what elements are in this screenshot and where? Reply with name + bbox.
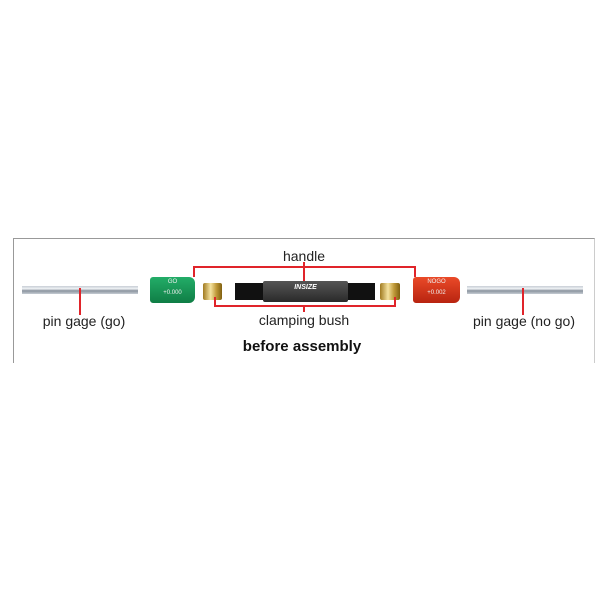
bush-leader-center — [303, 305, 305, 312]
pin-go-leader — [79, 288, 81, 315]
handle-leader-left — [193, 266, 195, 277]
bush-leader — [214, 305, 396, 307]
handle-label: handle — [282, 248, 326, 264]
pin-nogo-leader — [522, 288, 524, 315]
bush-leader-right — [394, 297, 396, 306]
nogo-cap-text: NOGO — [427, 279, 446, 285]
go-cap-text: GO — [167, 279, 178, 285]
clamping-bush-left — [203, 283, 222, 300]
go-cap: GO +0.000 — [150, 277, 195, 303]
pin-gage-nogo-label: pin gage (no go) — [473, 313, 575, 329]
handle-leader-center — [303, 262, 305, 281]
nogo-cap: NOGO +0.002 — [413, 277, 460, 303]
pin-gage-go-label: pin gage (go) — [42, 313, 126, 329]
clamping-bush-label: clamping bush — [258, 312, 350, 328]
handle-leader-right — [414, 266, 416, 277]
handle-logo: INSIZE — [294, 284, 317, 291]
diagram-panel — [13, 238, 595, 363]
pin-gage-nogo — [467, 286, 583, 294]
bush-leader-left — [214, 297, 216, 306]
caption: before assembly — [242, 338, 362, 355]
nogo-cap-value: +0.002 — [427, 290, 446, 296]
clamping-bush-right — [380, 283, 400, 300]
go-cap-value: +0.000 — [163, 290, 182, 296]
handle-center: INSIZE — [263, 281, 348, 302]
